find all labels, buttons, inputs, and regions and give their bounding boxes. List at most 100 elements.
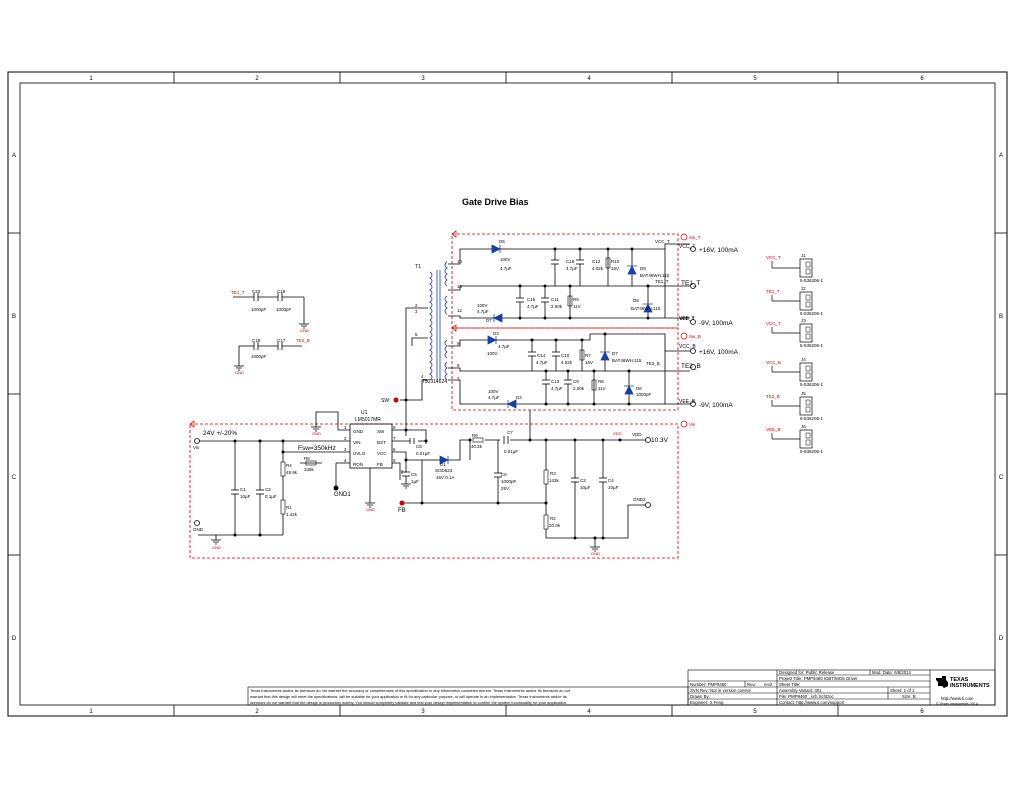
te1-t-cap-net: TE1_T [231,290,245,295]
vin-flag-label: Vin [689,422,696,427]
r3-label: R3 [550,471,556,476]
sw-t-flag-label: Sw_T [689,235,701,240]
c6-val: 1000pF [501,479,517,484]
vee-t-out-label: VEE_T [679,316,695,322]
disclaimer-line-2: warrant that this design will meet the s… [250,694,567,699]
c1-label: C1 [240,487,246,492]
d3-volt: 4.7µF [498,344,510,349]
d1-diode-icon [439,455,449,465]
r9-val: 11V [573,304,581,309]
d5-ref: D5 [499,239,505,244]
u1-pinnum-7: 7 [393,436,396,441]
d5-part: 100V [500,257,511,262]
u1-part: LM5017MR [355,417,381,423]
d9-ref: D9 [640,266,646,271]
ground-icons [211,322,600,552]
u1-pin-vin: VIN [353,440,361,445]
vcc-b-out-label: VCC_B [679,344,696,350]
gnd-terminal-label: GND [193,527,204,532]
j2-net: TE1_T [766,289,780,294]
u1-ref: U1 [361,410,368,416]
t1-part: 750314624 [422,379,447,385]
u1-pin-uvlo: UVLO [353,451,366,456]
tb-sheet-title: Sheet Title: [779,682,801,687]
j3-ref: J3 [801,318,806,323]
snubber-caps-wires [233,293,305,364]
vdd-flag: VDD [613,431,622,436]
box-flag-primary [189,420,195,428]
c19-ref: C19 [277,289,286,294]
disclaimer-line-1: Texas Instruments and/or its licensors d… [250,688,571,693]
u1-pinnum-2: 2 [344,436,347,441]
r1-label: R1 [286,505,292,510]
t1-pin-8: 8 [457,363,460,368]
gnd1-testpoint [333,485,339,491]
r8-ref: R8 [598,379,604,384]
fb-testpoint [399,500,405,506]
col-label-1: 1 [89,76,93,82]
gnd-label-2: GND [312,431,321,436]
vcc-b-terminal [690,348,696,354]
d1-part: SOD523 [435,468,453,473]
d2-part: 100V [488,389,499,394]
j1-ref: J1 [801,253,806,258]
vee-b-out-label: VEE_B [679,399,696,405]
row-label-b: B [12,314,16,320]
schematic-title: Gate Drive Bias [462,197,529,207]
r10-ref: R10 [611,259,620,264]
c4-val: 10µF [608,485,619,490]
col-label-1b: 1 [89,709,93,715]
vcc-b-spec: +16V, 100mA [699,349,739,356]
c3-label: C3 [580,478,586,483]
j5-net: TE2_B [766,394,780,399]
c13-val: 4.7µF [551,386,563,391]
j4-part: 5-536206-1 [800,382,824,387]
r8-body [591,379,597,391]
u1-pinnum-4: 4 [344,458,347,463]
r10-val: 16V [611,266,619,271]
gnd-terminal [194,520,200,526]
c14-val: 4.7µF [536,360,548,365]
gnd-label-6: GND [235,370,244,375]
c5-label: C5 [411,472,417,477]
d7-diode-icon [493,313,503,323]
v103-label: 10.3V [651,437,669,444]
tb-assembly: Assembly Variant: 001 [779,688,822,693]
d7z-val: BAT46WH,115 [612,358,642,363]
r7-body [579,349,585,361]
u1-pin-bst: BST [377,440,386,445]
c15-val: 4.7µF [527,304,539,309]
c18-val: 1000pF [251,354,267,359]
r8-val: 11V [598,386,606,391]
c9-ref: C9 [573,379,579,384]
d9-val: BAT46WH,115 [640,273,670,278]
c16-ref: C16 [566,259,575,264]
j1-part: 5-536206-1 [800,278,824,283]
col-label-4: 4 [587,76,591,82]
r9-ref: R9 [573,297,579,302]
col-label-2b: 2 [255,709,259,715]
c5-val: 1µF [411,479,419,484]
c4-label: C4 [608,478,614,483]
j4-net: VCC_B [766,360,781,365]
j2-part: 5-536206-1 [800,311,824,316]
c10-val: 4.02k [561,360,573,365]
top-secondary-wires [448,243,690,319]
vcc-t-terminal [690,246,696,252]
connector-j3 [771,323,813,343]
tb-number: Number: PMP9460 [690,682,727,687]
c20-val: 1000pF [251,307,267,312]
tb-size: Size: B [902,694,916,699]
vee-t-terminal [690,319,696,325]
r1-val: 1.42k [286,512,298,517]
vin-label: Vin [193,445,200,450]
d7-zener-icon [600,351,610,361]
d1-rating: 45V 0.1A [436,475,455,480]
vin-spec: 24V +/-20% [203,430,237,437]
c10-ref: C10 [561,353,570,358]
row-label-c-r: C [999,475,1004,481]
j5-part: 5-536206-1 [800,416,824,421]
tb-rev: Rev: [747,682,756,687]
t1-ref: T1 [415,264,421,270]
sw-testpoint [393,397,399,403]
